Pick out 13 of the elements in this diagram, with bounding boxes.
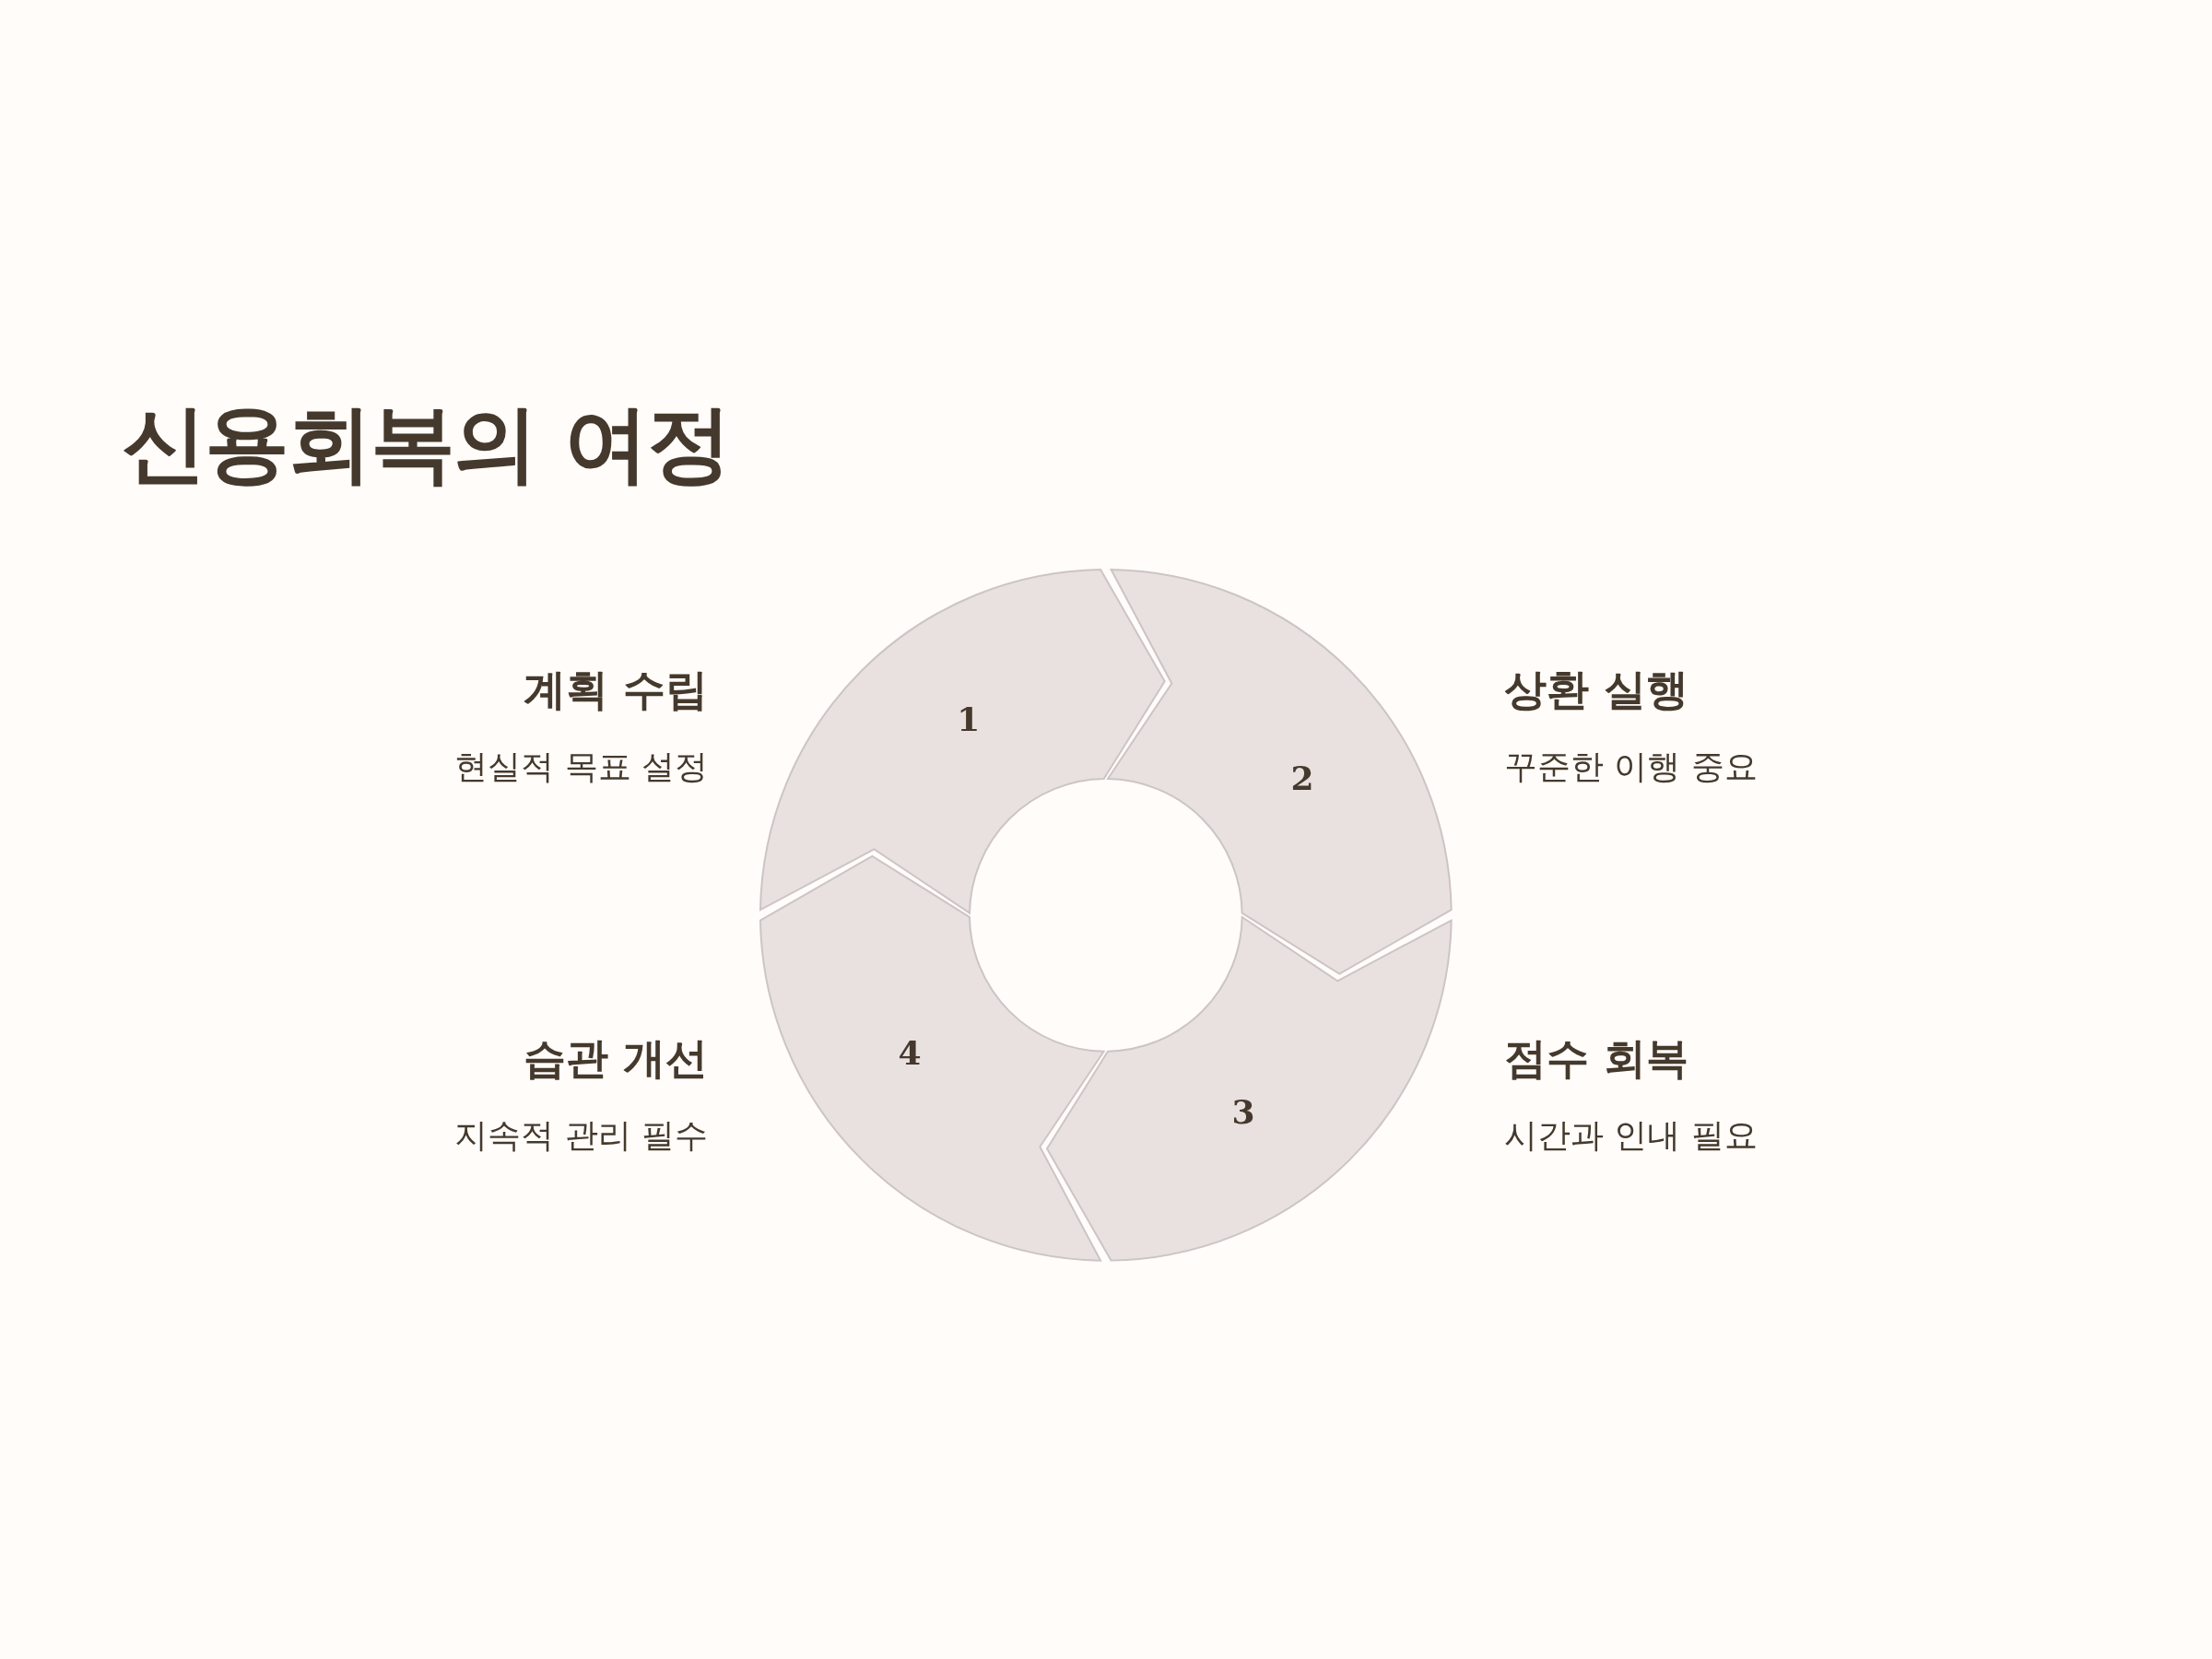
step-number: 3 xyxy=(1231,1091,1255,1131)
step-number: 2 xyxy=(1290,758,1314,797)
step-number: 4 xyxy=(898,1033,922,1073)
step-description: 시간과 인내 필요 xyxy=(1504,1115,1759,1156)
step-description: 꾸준한 이행 중요 xyxy=(1504,747,1759,787)
step-heading: 계획 수립 xyxy=(523,664,708,716)
step-heading: 점수 회복 xyxy=(1504,1032,1689,1085)
step-description: 지속적 관리 필수 xyxy=(453,1115,708,1156)
page-title: 신용회복의 여정 xyxy=(122,394,731,495)
step-number: 1 xyxy=(957,700,981,738)
step-heading: 습관 개선 xyxy=(523,1032,708,1085)
step-heading: 상환 실행 xyxy=(1504,664,1689,716)
step-description: 현실적 목표 설정 xyxy=(453,747,708,787)
